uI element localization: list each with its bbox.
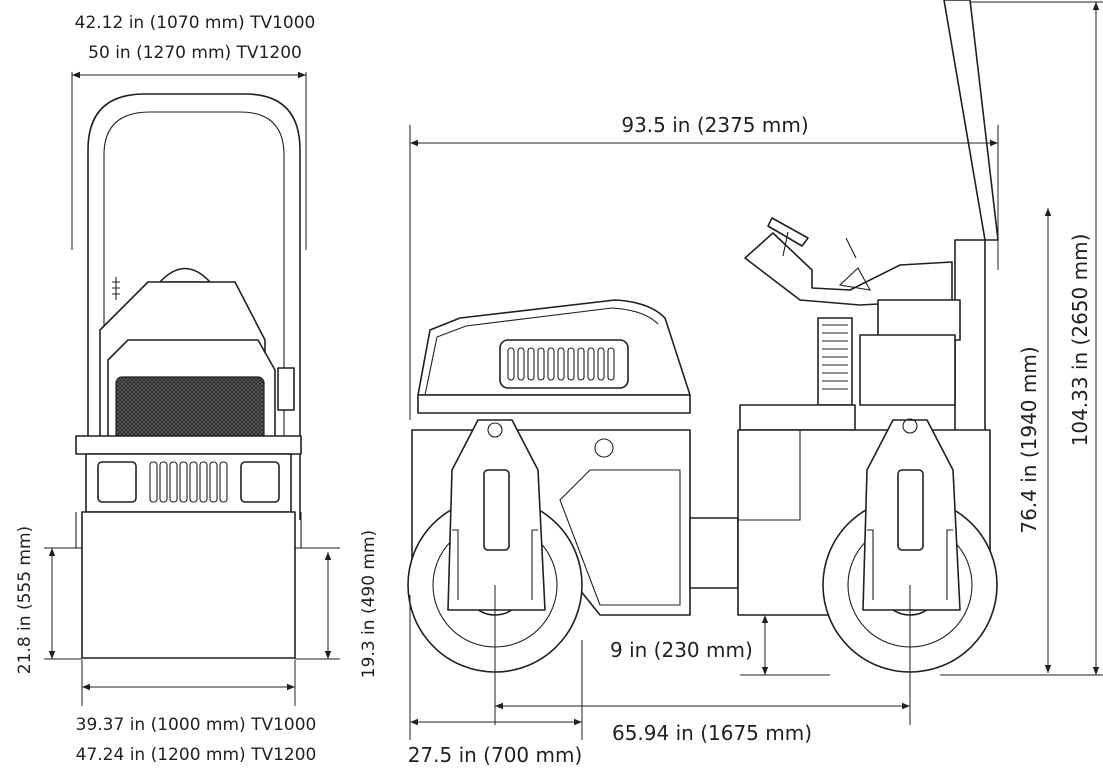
front-height-right-label: 19.3 in (490 mm): [359, 530, 379, 678]
front-engine-body: [99, 267, 295, 453]
engine-hood: [417, 299, 691, 414]
side-view: 93.5 in (2375 mm) 76.4 in (1940 mm) 104.…: [407, 0, 1103, 767]
front-drum-width-dimension: [81, 660, 296, 706]
overall-length-dimension: [409, 125, 999, 420]
front-width-top-dimension: [71, 71, 307, 250]
overall-height-label: 104.33 in (2650 mm): [1068, 234, 1092, 447]
operator-station: [744, 217, 961, 406]
front-frame: [75, 435, 302, 513]
overall-length-label: 93.5 in (2375 mm): [621, 113, 808, 137]
front-grille: [115, 376, 265, 444]
front-height-left-label: 21.8 in (555 mm): [15, 526, 35, 674]
front-vent-slots: [149, 461, 228, 503]
drum-width-tv1200-label: 47.24 in (1200 mm) TV1200: [76, 745, 317, 765]
ground-clearance-dimension: [740, 615, 830, 676]
ground-clearance-label: 9 in (230 mm): [610, 638, 753, 662]
seat-height-label: 76.4 in (1940 mm): [1017, 346, 1041, 533]
drum-width-tv1000-label: 39.37 in (1000 mm) TV1000: [76, 715, 317, 735]
front-width-tv1200-label: 50 in (1270 mm) TV1200: [88, 43, 302, 63]
front-view: 42.12 in (1070 mm) TV1000 50 in (1270 mm…: [15, 13, 379, 765]
overall-height-dimension: [940, 1, 1103, 676]
front-width-tv1000-label: 42.12 in (1070 mm) TV1000: [75, 13, 316, 33]
wheelbase-dimension: [494, 585, 911, 725]
drum-diameter-dimension: [409, 595, 583, 740]
front-drum: [75, 511, 302, 659]
wheelbase-label: 65.94 in (1675 mm): [612, 721, 812, 745]
side-grille-slots: [507, 347, 615, 381]
drum-diameter-label: 27.5 in (700 mm): [408, 743, 583, 767]
front-height-right-dimension: [295, 547, 340, 660]
front-height-left-dimension: [44, 547, 82, 660]
